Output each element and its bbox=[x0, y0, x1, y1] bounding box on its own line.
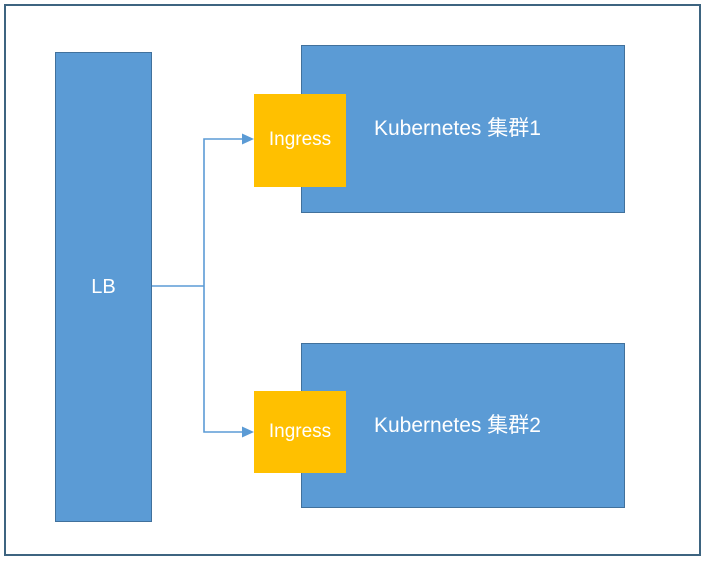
load-balancer-label: LB bbox=[91, 276, 116, 298]
node-load-balancer[interactable]: LB bbox=[55, 52, 152, 522]
ingress-1-label: Ingress bbox=[268, 129, 332, 151]
cluster-1-label: Kubernetes 集群1 bbox=[374, 117, 541, 141]
page-frame-border bbox=[4, 4, 701, 556]
node-kubernetes-cluster-1[interactable]: Kubernetes 集群1 bbox=[301, 45, 625, 213]
node-ingress-1[interactable]: Ingress bbox=[254, 94, 346, 187]
node-kubernetes-cluster-2[interactable]: Kubernetes 集群2 bbox=[301, 343, 625, 508]
ingress-2-label: Ingress bbox=[268, 420, 332, 442]
cluster-2-label: Kubernetes 集群2 bbox=[374, 413, 541, 437]
node-ingress-2[interactable]: Ingress bbox=[254, 391, 346, 473]
